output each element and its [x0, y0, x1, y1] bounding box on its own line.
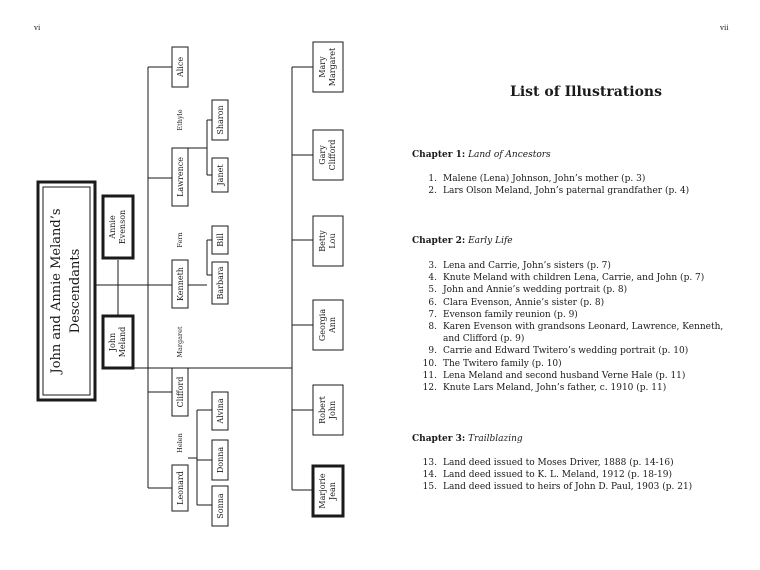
node-john-line1: John	[108, 333, 117, 352]
node-janet: Janet	[216, 164, 225, 187]
node-sonna: Sonna	[216, 493, 225, 519]
chapter-item-list: 13. Land deed issued to Moses Driver, 188…	[412, 457, 737, 494]
node-barbara: Barbara	[216, 266, 225, 299]
tree-title-line2: Descendants	[68, 249, 83, 333]
illustration-item: 6. Clara Evenson, Annie’s sister (p. 8)	[412, 297, 737, 309]
tree-boxes	[36, 41, 345, 527]
node-gary-clifford-line2: Clifford	[328, 140, 337, 171]
node-clifford: Clifford	[176, 377, 185, 408]
node-georgia-ann-line1: Georgia	[318, 309, 327, 341]
item-text: Land deed issued to Moses Driver, 1888 (…	[443, 458, 674, 468]
illustration-item: 15. Land deed issued to heirs of John D. …	[412, 481, 737, 493]
item-number: 7.	[428, 309, 437, 320]
spouse-ethyle: Ethyle	[176, 109, 184, 130]
illustration-item: 4. Knute Meland with children Lena, Carri…	[412, 272, 737, 284]
spouse-helen: Helen	[176, 433, 184, 453]
node-gary-clifford-line1: Gary	[318, 145, 327, 165]
chapter-label: Chapter 3:	[412, 434, 466, 444]
item-number: 10.	[422, 358, 437, 369]
illustration-item: 3. Lena and Carrie, John’s sisters (p. 7)	[412, 260, 737, 272]
item-number: 13.	[422, 458, 437, 468]
node-marjorie-jean-line1: Marjorie	[318, 473, 327, 508]
node-mary-margaret-line2: Margaret	[328, 47, 337, 86]
node-annie-line2: Evenson	[118, 210, 127, 244]
item-number: 8.	[428, 322, 437, 333]
node-bill: Bill	[216, 233, 225, 247]
node-betty-lou-line2: Lou	[328, 233, 337, 248]
item-number: 11.	[422, 370, 437, 381]
node-donna: Donna	[216, 447, 225, 474]
node-kenneth: Kenneth	[176, 267, 185, 301]
item-text: Lars Olson Meland, John’s paternal grand…	[443, 186, 690, 197]
node-annie-line1: Annie	[108, 215, 117, 240]
node-betty-lou-line1: Betty	[318, 230, 327, 252]
item-text: The Twitero family (p. 10)	[443, 358, 562, 369]
chapter-heading: Chapter 2: Early Life	[412, 236, 513, 246]
page-number-left: vi	[34, 24, 41, 32]
item-text: Knute Meland with children Lena, Carrie,…	[443, 273, 705, 284]
item-number: 12.	[422, 383, 437, 394]
illustration-item: 12. Knute Lars Meland, John’s father, c. …	[412, 382, 737, 394]
item-number: 2.	[428, 186, 437, 197]
item-text: Malene (Lena) Johnson, John’s mother (p.…	[443, 174, 646, 184]
chapter-name: Early Life	[468, 236, 513, 246]
illustration-item: 14. Land deed issued to K. L. Meland, 191…	[412, 469, 737, 481]
node-lawrence: Lawrence	[176, 157, 185, 197]
chapter-label: Chapter 2:	[412, 236, 466, 246]
node-mary-margaret-line1: Mary	[318, 56, 327, 78]
illustration-item: 5. John and Annie’s wedding portrait (p. …	[412, 284, 737, 296]
node-robert-john-line1: Robert	[318, 395, 327, 424]
illustration-item: 1. Malene (Lena) Johnson, John’s mother (…	[412, 173, 737, 185]
chapter-label: Chapter 1:	[412, 150, 466, 160]
illustration-item: 8. Karen Evenson with grandsons Leonard, …	[412, 321, 737, 345]
tree-title: John and Annie Meland’s Descendants	[49, 208, 83, 375]
chapter-name: Land of Ancestors	[468, 150, 551, 160]
item-text: Knute Lars Meland, John’s father, c. 191…	[443, 383, 667, 394]
item-text: Karen Evenson with grandsons Leonard, La…	[443, 322, 724, 345]
item-number: 3.	[428, 261, 437, 271]
page-number-right: vii	[720, 24, 729, 32]
chapter-heading: Chapter 1: Land of Ancestors	[412, 150, 551, 160]
chapter-name: Trailblazing	[468, 434, 523, 444]
item-number: 9.	[428, 346, 437, 357]
node-leonard: Leonard	[176, 471, 185, 505]
node-marjorie-jean-line2: Jean	[328, 482, 337, 501]
item-number: 6.	[428, 297, 437, 308]
spouse-margaret: Margaret	[176, 326, 184, 358]
item-text: John and Annie’s wedding portrait (p. 8)	[443, 285, 628, 296]
node-robert-john-line2: John	[328, 401, 337, 420]
item-number: 5.	[428, 285, 437, 296]
item-text: Land deed issued to heirs of John D. Pau…	[443, 482, 693, 493]
spouse-fern: Fern	[176, 232, 184, 247]
item-number: 4.	[428, 273, 437, 284]
item-text: Evenson family reunion (p. 9)	[443, 309, 578, 320]
chapter-item-list: 3. Lena and Carrie, John’s sisters (p. 7)…	[412, 260, 737, 394]
item-text: Lena and Carrie, John’s sisters (p. 7)	[443, 261, 611, 271]
family-tree: John and Annie Meland’s Descendants Anni…	[36, 41, 345, 527]
tree-title-line1: John and Annie Meland’s	[49, 208, 64, 375]
item-text: Clara Evenson, Annie’s sister (p. 8)	[443, 297, 605, 308]
item-text: Land deed issued to K. L. Meland, 1912 (…	[443, 470, 672, 481]
node-john-line2: Meland	[118, 327, 127, 358]
toc-title: List of Illustrations	[510, 84, 662, 100]
node-alice: Alice	[176, 57, 185, 78]
illustration-item: 2. Lars Olson Meland, John’s paternal gra…	[412, 185, 737, 197]
illustration-item: 9. Carrie and Edward Twitero’s wedding po…	[412, 345, 737, 357]
node-georgia-ann-line2: Ann	[328, 317, 337, 334]
item-number: 1.	[428, 174, 437, 184]
illustration-item: 7. Evenson family reunion (p. 9)	[412, 309, 737, 321]
item-text: Lena Meland and second husband Verne Hal…	[443, 370, 686, 381]
illustration-item: 11. Lena Meland and second husband Verne …	[412, 370, 737, 382]
node-sharon: Sharon	[216, 105, 225, 134]
illustration-item: 10. The Twitero family (p. 10)	[412, 358, 737, 370]
item-number: 14.	[422, 470, 437, 481]
illustration-item: 13. Land deed issued to Moses Driver, 188…	[412, 457, 737, 469]
chapter-item-list: 1. Malene (Lena) Johnson, John’s mother (…	[412, 173, 737, 197]
item-number: 15.	[422, 482, 437, 493]
tree-connectors	[95, 66, 313, 506]
node-alvina: Alvina	[216, 398, 225, 425]
item-text: Carrie and Edward Twitero’s wedding port…	[443, 346, 689, 357]
chapter-heading: Chapter 3: Trailblazing	[412, 434, 523, 444]
